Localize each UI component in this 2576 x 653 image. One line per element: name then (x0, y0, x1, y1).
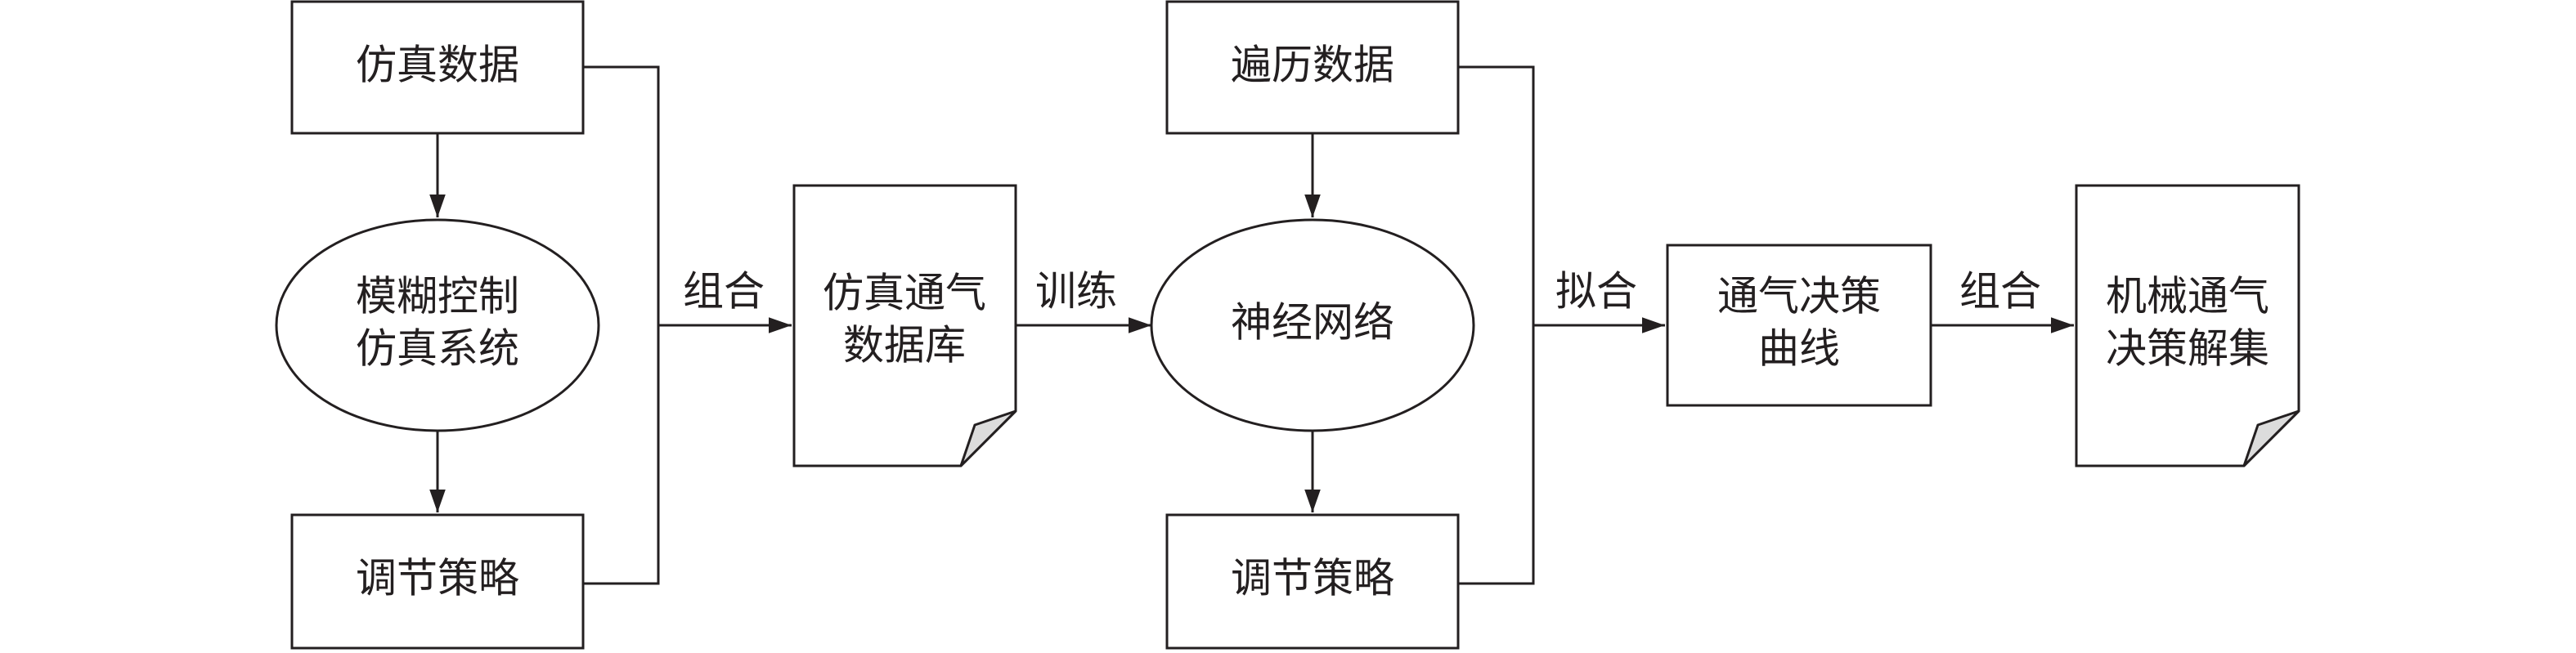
node-traverse-data: 遍历数据 (1165, 0, 1460, 135)
node-neural-network: 神经网络 (1150, 218, 1475, 432)
node-sim-database-label-1: 仿真通气 (823, 270, 986, 317)
node-solution-set-label-2: 决策解集 (2106, 325, 2269, 373)
node-strategy-right-label: 调节策略 (1231, 555, 1394, 602)
node-strategy-left-label: 调节策略 (356, 555, 519, 602)
node-strategy-left: 调节策略 (290, 513, 585, 650)
node-fuzzy-system-label-1: 模糊控制 (356, 273, 519, 320)
node-solution-set: 机械通气 决策解集 (2075, 184, 2300, 467)
node-fuzzy-system-label-2: 仿真系统 (356, 325, 519, 373)
node-strategy-right: 调节策略 (1165, 513, 1460, 650)
edge-label-combine-2: 组合 (1959, 268, 2041, 315)
node-sim-database: 仿真通气 数据库 (792, 184, 1017, 467)
node-sim-database-label-2: 数据库 (843, 322, 966, 369)
edge-label-train: 训练 (1035, 268, 1117, 315)
node-sim-data-label: 仿真数据 (356, 42, 519, 89)
node-neural-network-label: 神经网络 (1231, 299, 1394, 347)
node-sim-data: 仿真数据 (290, 0, 585, 135)
node-fuzzy-system: 模糊控制 仿真系统 (275, 218, 600, 432)
node-decision-curve-label-1: 通气决策 (1717, 273, 1881, 320)
node-decision-curve: 通气决策 曲线 (1666, 244, 1932, 407)
node-solution-set-label-1: 机械通气 (2106, 273, 2269, 320)
edge-label-fit: 拟合 (1555, 268, 1637, 315)
node-decision-curve-label-2: 曲线 (1758, 325, 1840, 373)
edge-label-combine-1: 组合 (683, 268, 765, 315)
node-traverse-data-label: 遍历数据 (1231, 42, 1394, 89)
